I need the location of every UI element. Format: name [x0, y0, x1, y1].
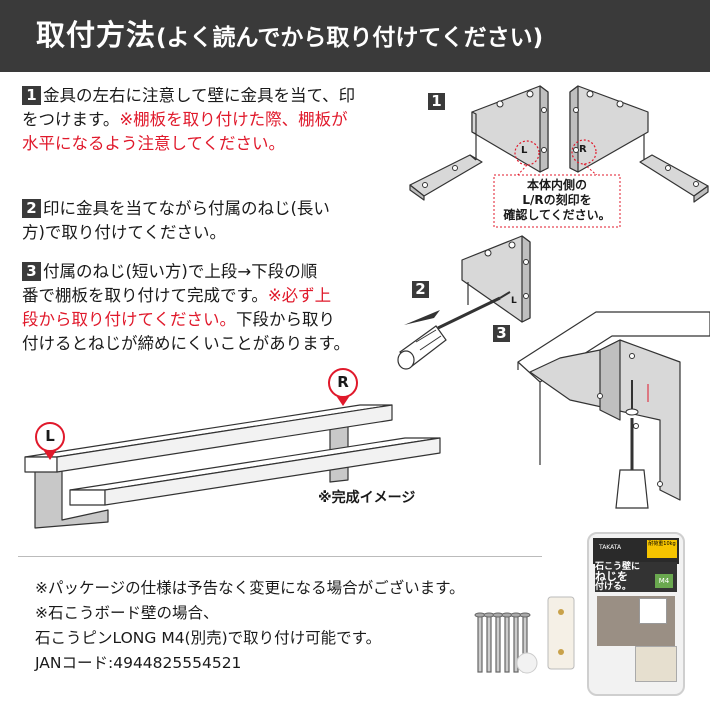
note-text: 石こうピンLONG M4(別売)で取り付け可能です。 [35, 629, 382, 647]
step-text: 印に金具を当てながら付属のねじ(長い [43, 199, 330, 218]
figure-2-label: 2 [412, 281, 429, 298]
callout-text: 確認してください。 [503, 208, 611, 222]
header-bar [0, 0, 710, 72]
figure-1-label: 1 [428, 93, 445, 110]
lr-callout: 本体内側の L/Rの刻印を 確認してください。 [496, 178, 618, 223]
package-parts-window [635, 646, 677, 682]
divider [18, 556, 542, 557]
step-warning: 水平になるよう注意してください。 [22, 134, 286, 153]
page-title: 取付方法(よく読んでから取り付けてください) [36, 18, 544, 52]
page-subtitle: (よく読んでから取り付けてください) [156, 25, 544, 51]
step-number: 3 [22, 262, 41, 281]
package-text-line: ねじを [595, 570, 628, 583]
note-text: ※パッケージの仕様は予告なく変更になる場合がございます。 [35, 579, 465, 597]
completed-caption: ※完成イメージ [318, 490, 416, 506]
callout-text: 本体内側の [526, 178, 587, 192]
jan-code: JANコード:4944825554521 [35, 654, 242, 672]
notes-block: ※パッケージの仕様は予告なく変更になる場合がございます。 ※石こうボード壁の場合… [35, 576, 555, 676]
step-text: 下段から取り [236, 310, 336, 329]
package-text-line: 石こう壁に [595, 562, 641, 572]
step-text: 付けるとねじが締めにくいことがあります。 [22, 334, 351, 353]
callout-text: L/Rの刻印を [522, 193, 592, 207]
package-brand: TAKATA [599, 544, 622, 551]
bracket-mark: L [511, 296, 517, 306]
completed-marker-left: L [45, 427, 55, 445]
mark-right-label: R [579, 144, 587, 155]
package-size-badge: M4 [655, 574, 673, 588]
note-text: ※石こうボード壁の場合、 [35, 604, 219, 622]
step-warning: ※棚板を取り付けた際、棚板が [119, 110, 348, 129]
step-text: をつけます。 [22, 110, 120, 129]
step-warning: 段から取り付けてください。 [22, 310, 237, 329]
step-number: 1 [22, 86, 41, 105]
step-text: 金具の左右に注意して壁に金具を当て、印 [43, 86, 356, 105]
step-warning: ※必ず上 [267, 286, 332, 305]
completed-marker-right: R [337, 373, 349, 391]
step-text: 付属のねじ(短い方)で上段→下段の順 [43, 262, 318, 281]
package-badge: 耐荷重10kg [647, 540, 677, 558]
package-hook-photo [639, 598, 667, 624]
package-text-line: 付ける。 [595, 582, 632, 592]
step-text: 方)で取り付けてください。 [22, 223, 226, 242]
step-number: 2 [22, 199, 41, 218]
package-image: TAKATA 耐荷重10kg 石こう壁に ねじを 付ける。 M4 [587, 532, 685, 696]
figure-3-label: 3 [493, 325, 510, 342]
mark-left-label: L [521, 145, 528, 156]
step-text: 番で棚板を取り付けて完成です。 [22, 286, 268, 305]
